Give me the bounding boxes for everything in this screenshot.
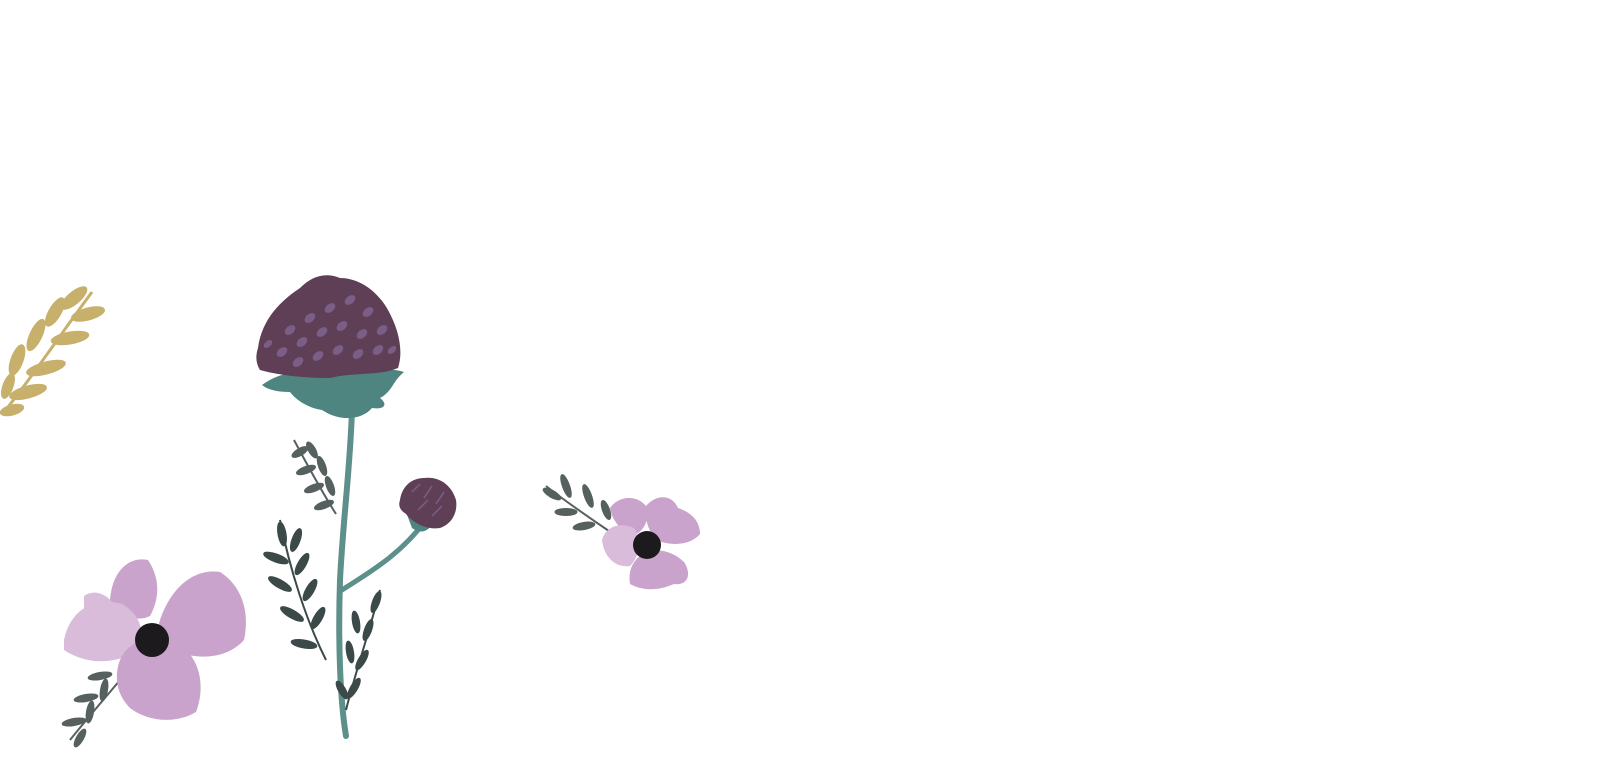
thistle-side-stem [339, 517, 429, 593]
large-thistle [256, 275, 429, 739]
leaf-sprig [291, 439, 337, 515]
petal [629, 550, 689, 590]
petal [84, 592, 112, 613]
thistle-head-texture [263, 295, 397, 367]
flower-center [633, 531, 661, 559]
petal [64, 601, 142, 662]
leaf-sprig [335, 589, 382, 711]
petal [158, 571, 246, 657]
petal [116, 639, 201, 720]
leaf-sprig [542, 474, 623, 541]
large-pink-flower [64, 559, 246, 720]
small-pink-flower [602, 497, 700, 590]
petal [602, 525, 639, 567]
gold-sprig [0, 286, 105, 417]
leaf-sprig [263, 519, 327, 661]
thistle-calyx [262, 368, 404, 419]
small-thistle-bud [399, 477, 457, 532]
thistle-head [256, 275, 401, 378]
petal [110, 559, 158, 619]
flower-center [135, 623, 169, 657]
petal [645, 497, 700, 544]
